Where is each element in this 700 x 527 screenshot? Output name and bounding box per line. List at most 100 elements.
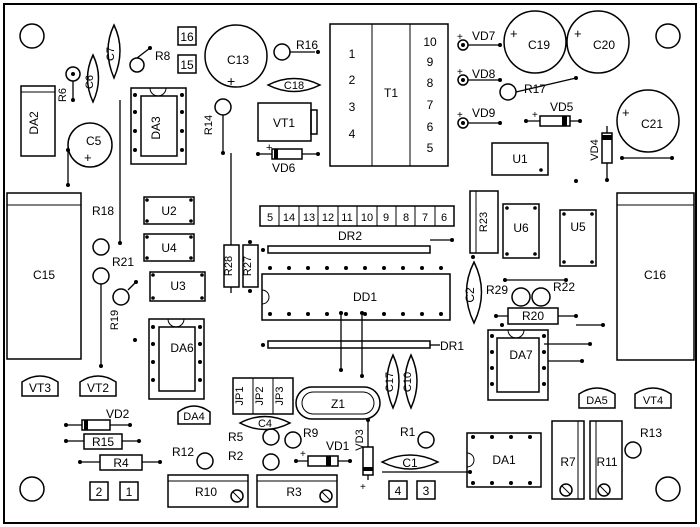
resistor-r4: R4 bbox=[78, 454, 162, 471]
svg-text:3: 3 bbox=[423, 484, 430, 498]
svg-text:R28: R28 bbox=[223, 256, 235, 276]
svg-text:R17: R17 bbox=[524, 82, 546, 96]
capacitor-c18: C18 bbox=[266, 77, 322, 93]
svg-text:6: 6 bbox=[441, 212, 447, 224]
resistor-r18: R18 bbox=[92, 100, 122, 256]
svg-text:+: + bbox=[300, 449, 306, 460]
svg-text:R10: R10 bbox=[195, 485, 217, 499]
svg-text:+: + bbox=[510, 26, 518, 41]
ic-u1: U1 bbox=[491, 142, 578, 183]
svg-text:VD2: VD2 bbox=[106, 407, 130, 421]
svg-text:R14: R14 bbox=[203, 115, 215, 135]
svg-text:JP2: JP2 bbox=[254, 387, 266, 406]
svg-text:VT4: VT4 bbox=[643, 395, 663, 407]
resistor-r22: R22 bbox=[511, 280, 575, 307]
pads-2-1: 2 1 bbox=[89, 481, 139, 501]
diode-vd9: + VD9 bbox=[457, 106, 502, 129]
capacitor-c6: C6 bbox=[84, 53, 100, 104]
svg-text:VD7: VD7 bbox=[472, 29, 496, 43]
resistor-r29: R29 bbox=[486, 278, 568, 297]
svg-text:14: 14 bbox=[283, 212, 295, 224]
svg-text:8: 8 bbox=[403, 212, 409, 224]
transistor-da4: DA4 bbox=[177, 405, 211, 425]
connector-dr1: DR1 bbox=[261, 339, 464, 353]
svg-text:C6: C6 bbox=[84, 75, 96, 89]
pads-4-3: 4 3 bbox=[388, 480, 436, 500]
svg-text:R2: R2 bbox=[228, 449, 244, 463]
svg-text:8: 8 bbox=[427, 76, 434, 90]
svg-text:7: 7 bbox=[422, 212, 428, 224]
resistor-r28: R28 bbox=[223, 153, 240, 293]
diode-vd6: + VD6 bbox=[256, 142, 320, 175]
ic-u5: U5 bbox=[559, 209, 597, 267]
svg-text:C19: C19 bbox=[528, 38, 550, 52]
ic-dd1: DD1 bbox=[261, 266, 451, 378]
svg-text:T1: T1 bbox=[384, 86, 398, 100]
capacitor-c7: C7 bbox=[105, 23, 121, 80]
svg-text:C4: C4 bbox=[258, 418, 272, 430]
svg-text:13: 13 bbox=[303, 212, 315, 224]
svg-text:DA4: DA4 bbox=[183, 411, 204, 423]
svg-text:R13: R13 bbox=[640, 426, 662, 440]
svg-text:DA6: DA6 bbox=[170, 341, 194, 355]
svg-text:VD5: VD5 bbox=[550, 100, 574, 114]
resistor-r2: R2 bbox=[228, 449, 280, 471]
svg-text:5: 5 bbox=[427, 141, 434, 155]
svg-text:R22: R22 bbox=[553, 280, 575, 294]
connector-dr2: DR2 bbox=[261, 229, 454, 254]
svg-text:U5: U5 bbox=[570, 220, 586, 234]
capacitor-c4: C4 bbox=[238, 415, 292, 431]
capacitor-c17: C17 bbox=[384, 353, 400, 410]
transistor-vt3: VT3 bbox=[21, 375, 59, 397]
svg-text:U4: U4 bbox=[161, 241, 177, 255]
svg-text:C1: C1 bbox=[402, 456, 418, 470]
svg-text:C18: C18 bbox=[284, 80, 304, 92]
svg-text:+: + bbox=[532, 110, 538, 121]
ic-da6: DA6 bbox=[148, 318, 205, 400]
svg-text:+: + bbox=[84, 150, 92, 165]
transformer-t1: 1 2 3 4 T1 10 9 8 7 6 5 bbox=[329, 23, 449, 167]
svg-text:10: 10 bbox=[423, 35, 437, 49]
resistor-r27: R27 bbox=[242, 240, 259, 293]
svg-text:DD1: DD1 bbox=[353, 290, 377, 304]
svg-text:R15: R15 bbox=[92, 435, 114, 449]
svg-text:R9: R9 bbox=[303, 426, 319, 440]
capacitor-c2: C2 bbox=[463, 255, 483, 325]
svg-text:DA7: DA7 bbox=[509, 348, 533, 362]
svg-text:VD1: VD1 bbox=[326, 439, 350, 453]
svg-text:C5: C5 bbox=[86, 134, 102, 148]
resistor-r15: R15 bbox=[64, 433, 141, 450]
svg-text:VD6: VD6 bbox=[272, 161, 296, 175]
capacitor-c5: C5 + bbox=[66, 122, 113, 187]
svg-text:C16: C16 bbox=[644, 268, 666, 282]
ic-da7: DA7 bbox=[487, 329, 592, 401]
svg-text:C21: C21 bbox=[641, 117, 663, 131]
resistor-r17: R17 bbox=[499, 76, 578, 101]
svg-text:DR2: DR2 bbox=[338, 229, 362, 243]
transistor-vt1: VT1 bbox=[257, 102, 318, 142]
capacitor-c19: + C19 bbox=[503, 10, 567, 74]
svg-text:R7: R7 bbox=[560, 455, 576, 469]
svg-text:+: + bbox=[622, 105, 630, 120]
capacitor-c1: C1 bbox=[380, 454, 472, 474]
mounting-holes bbox=[19, 23, 681, 502]
svg-text:VD8: VD8 bbox=[472, 67, 496, 81]
resistor-r3: R3 bbox=[256, 474, 338, 508]
capacitor-c15: C15 bbox=[6, 192, 82, 360]
diode-vd8: + VD8 bbox=[457, 67, 502, 86]
svg-text:+: + bbox=[457, 67, 463, 78]
svg-text:R11: R11 bbox=[596, 455, 617, 469]
dr2-pin-strip: 5 14 13 12 11 10 9 8 7 6 bbox=[259, 205, 455, 227]
capacitor-c20: + C20 bbox=[566, 10, 630, 74]
svg-text:JP3: JP3 bbox=[274, 387, 286, 406]
svg-text:R29: R29 bbox=[486, 283, 508, 297]
svg-text:12: 12 bbox=[322, 212, 334, 224]
resistor-r16: R16 bbox=[273, 38, 320, 61]
resistor-r19: R19 bbox=[109, 280, 138, 342]
jumper-block: JP1 JP2 JP3 bbox=[232, 377, 294, 415]
svg-text:DA1: DA1 bbox=[492, 453, 516, 467]
resistor-r20: R20 bbox=[494, 307, 605, 327]
ic-u4: U4 bbox=[143, 233, 195, 262]
diode-vd7: + VD7 bbox=[457, 29, 502, 51]
crystal-z1: Z1 bbox=[295, 386, 381, 420]
